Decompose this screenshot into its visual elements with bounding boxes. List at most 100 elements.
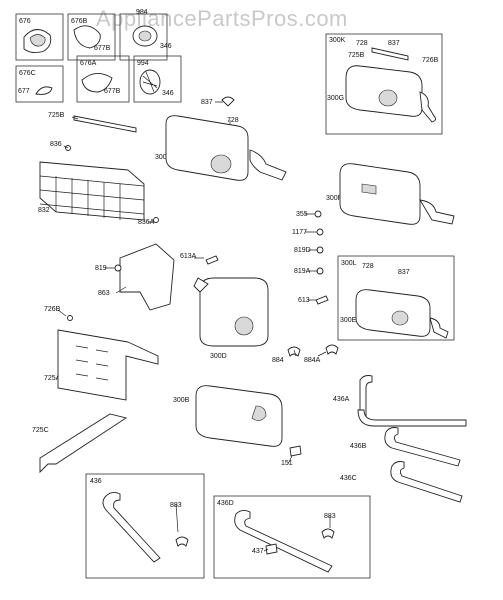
box-436[interactable]: 436 883 <box>85 473 205 579</box>
box-676B[interactable]: 676B 677B <box>67 13 116 61</box>
box-label-436: 436 <box>90 478 102 485</box>
clamp-837 <box>221 96 235 107</box>
screw-726B <box>67 315 73 321</box>
bolt-613A <box>205 255 219 265</box>
nut-355 <box>314 210 322 218</box>
box-label-676: 676 <box>19 18 31 25</box>
muffler-300E-l <box>355 289 431 337</box>
pipe-436D <box>234 509 333 573</box>
shield-725A <box>57 329 159 401</box>
label-884: 884 <box>272 357 284 364</box>
muffler-300B-outlet <box>251 405 267 421</box>
label-346-b: 346 <box>162 90 174 97</box>
box-label-676A: 676A <box>80 60 97 67</box>
muffler-300D-outlet <box>234 316 254 336</box>
exhaust-pipe <box>419 91 437 123</box>
label-725A: 725A <box>44 375 61 382</box>
label-300E-m: 300E <box>155 154 172 161</box>
shield-725A-group[interactable]: 726B 725A <box>44 306 159 401</box>
hardware-center[interactable]: 355 1177 819D 819A 613 <box>292 210 329 305</box>
box-label-436D: 436D <box>217 500 234 507</box>
label-726B-k: 726B <box>422 57 439 64</box>
washer-1177 <box>316 228 324 236</box>
watermark: AppliancePartsPros.com <box>96 6 348 31</box>
label-725B-k: 725B <box>348 52 365 59</box>
muffler-300E-group[interactable]: 837 728 300E <box>155 96 287 181</box>
muffler-300B-group[interactable]: 300B <box>173 385 283 447</box>
label-151: 151 <box>281 460 293 467</box>
gasket-883-b <box>321 528 335 539</box>
clamp-884 <box>287 346 301 357</box>
pipe-436B <box>384 427 461 467</box>
box-label-300K: 300K <box>329 37 346 44</box>
muffler-300F <box>339 163 421 225</box>
label-819A: 819A <box>294 268 311 275</box>
bolt-151-group[interactable]: 151 <box>281 445 302 467</box>
muffler-300F-slot <box>361 183 377 195</box>
clamps-884-group[interactable]: 884 884A <box>272 344 339 364</box>
bracket-725B-group[interactable]: 725B <box>48 112 137 133</box>
muffler-300E-pipe <box>249 149 287 181</box>
label-837-k: 837 <box>388 40 400 47</box>
box-label-676C: 676C <box>19 70 36 77</box>
label-837-l: 837 <box>398 269 410 276</box>
pipes-436-group[interactable]: 436A 436B 436C <box>333 375 467 503</box>
box-label-984: 984 <box>136 9 148 16</box>
spark-arrestor-inner <box>138 30 152 42</box>
label-728-k: 728 <box>356 40 368 47</box>
label-437: 437 <box>252 548 264 555</box>
heat-guard-832 <box>39 161 145 221</box>
muffler-300F-pipe <box>419 199 455 225</box>
box-label-994: 994 <box>137 60 149 67</box>
label-832: 832 <box>38 207 50 214</box>
deflector-part <box>35 86 53 95</box>
guard-part <box>73 25 101 49</box>
muffler-300E-l-outlet <box>391 310 409 326</box>
box-label-300L: 300L <box>341 260 357 267</box>
box-994[interactable]: 994 346 <box>133 55 182 103</box>
bolt-613 <box>315 295 329 305</box>
muffler-300F-group[interactable]: 300F <box>326 163 455 225</box>
box-label-676B: 676B <box>71 18 88 25</box>
label-436B: 436B <box>350 443 367 450</box>
shield-725A-vents <box>75 345 109 381</box>
plate-725C <box>39 413 128 474</box>
box-436D[interactable]: 436D 883 437 <box>213 495 371 579</box>
muffler-outlet <box>378 89 398 107</box>
label-300B: 300B <box>173 397 190 404</box>
heat-guard-grid <box>39 175 145 220</box>
box-676[interactable]: 676 <box>15 13 64 61</box>
label-613A: 613A <box>180 253 197 260</box>
label-613: 613 <box>298 297 310 304</box>
pipe-436A-b <box>357 409 467 427</box>
muffler-300E-l-pipe <box>429 317 449 339</box>
label-836A: 836A <box>138 219 155 226</box>
label-837-m: 837 <box>201 99 213 106</box>
box-300K[interactable]: 300K 728 837 725B 726B 300G <box>325 33 443 135</box>
label-677B-b: 677B <box>104 88 121 95</box>
label-819: 819 <box>95 265 107 272</box>
nut-819 <box>114 264 122 272</box>
label-300E-l: 300E <box>340 317 357 324</box>
box-676A[interactable]: 676A 677B <box>76 55 130 103</box>
muffler-300D-group[interactable]: 300D <box>193 277 269 360</box>
gasket-883-a <box>175 536 189 547</box>
bracket-863 <box>119 243 175 311</box>
bracket-part <box>371 47 409 61</box>
label-1177: 1177 <box>292 229 307 236</box>
box-676C[interactable]: 676C 677 <box>15 65 64 103</box>
screw-437 <box>265 543 278 555</box>
air-guide-inner <box>29 34 46 47</box>
label-728-m: 728 <box>227 117 239 124</box>
label-836: 836 <box>50 141 62 148</box>
box-984[interactable]: 984 346 <box>119 9 172 61</box>
muffler-300B <box>195 385 283 447</box>
guard-832-group[interactable]: 836 832 836A <box>38 141 159 226</box>
plate-725C-group[interactable]: 725C <box>32 413 128 474</box>
label-677B: 677B <box>94 45 111 52</box>
label-725B: 725B <box>48 112 65 119</box>
bracket-863-group[interactable]: 819 613A 863 <box>95 243 219 311</box>
pipe-436C <box>390 461 463 503</box>
box-300L[interactable]: 300L 728 837 300E <box>337 255 455 341</box>
label-819D: 819D <box>294 247 311 254</box>
